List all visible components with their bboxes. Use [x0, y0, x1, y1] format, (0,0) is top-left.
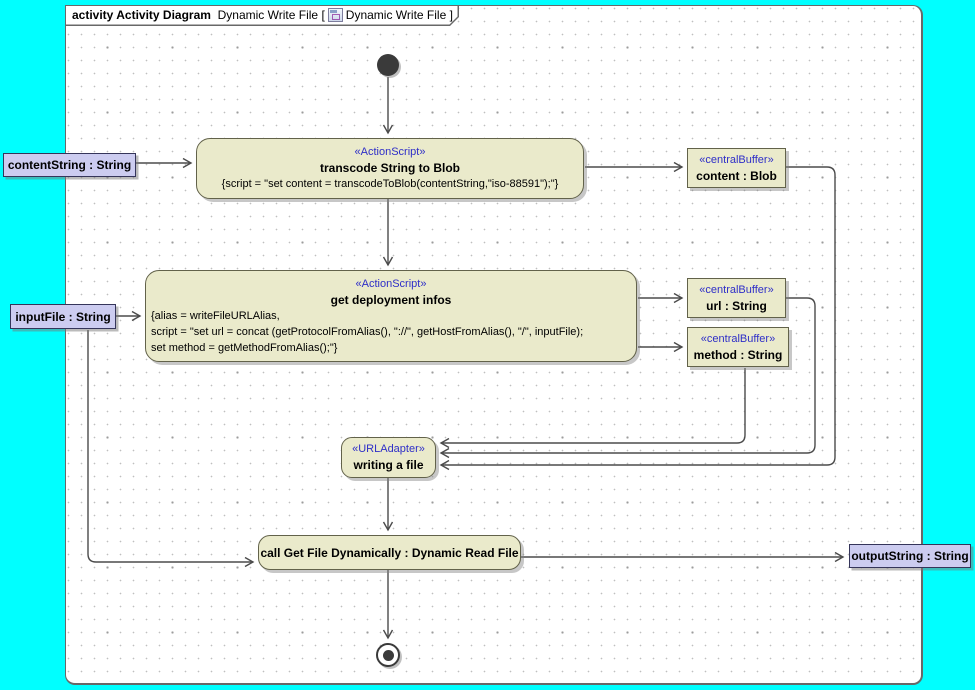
stereotype-label: «ActionScript» — [355, 277, 427, 290]
action-transcode-string-to-blob[interactable]: «ActionScript» transcode String to Blob … — [196, 138, 584, 199]
action-writing-a-file[interactable]: «URLAdapter» writing a file — [341, 437, 436, 478]
stereotype-label: «centralBuffer» — [700, 332, 776, 345]
script-line: set method = getMethodFromAlias();"} — [151, 341, 338, 354]
action-script-body: {alias = writeFileURLAlias, script = "se… — [146, 308, 636, 356]
pin-label: contentString : String — [7, 158, 132, 172]
heading-diagram-kind: activity Activity Diagram — [72, 8, 211, 23]
script-line: script = "set url = concat (getProtocolF… — [151, 325, 584, 338]
stereotype-label: «centralBuffer» — [699, 153, 774, 166]
initial-node[interactable] — [377, 54, 399, 76]
parameter-pin-outputstring[interactable]: outputString : String — [849, 544, 971, 568]
action-name: get deployment infos — [330, 292, 452, 307]
activity-final-node[interactable] — [376, 643, 400, 667]
action-script-body: {script = "set content = transcodeToBlob… — [221, 178, 559, 190]
centralbuffer-method[interactable]: «centralBuffer» method : String — [687, 327, 789, 367]
action-call-get-file-dynamically[interactable]: call Get File Dynamically : Dynamic Read… — [258, 535, 521, 570]
pin-label: inputFile : String — [15, 309, 111, 324]
action-name: call Get File Dynamically : Dynamic Read… — [260, 545, 519, 560]
stereotype-label: «centralBuffer» — [699, 283, 774, 296]
parameter-pin-contentstring[interactable]: contentString : String — [3, 153, 136, 177]
final-node-dot — [382, 649, 394, 661]
stereotype-label: «ActionScript» — [354, 146, 426, 158]
action-get-deployment-infos[interactable]: «ActionScript» get deployment infos {ali… — [145, 270, 637, 362]
script-line: {alias = writeFileURLAlias, — [151, 309, 280, 322]
centralbuffer-content[interactable]: «centralBuffer» content : Blob — [687, 148, 786, 188]
buffer-name: method : String — [693, 347, 783, 362]
diagram-type-icon — [328, 8, 343, 22]
buffer-name: url : String — [706, 298, 767, 313]
action-name: writing a file — [353, 458, 424, 472]
frame-heading-tab[interactable]: activity Activity Diagram Dynamic Write … — [65, 5, 459, 26]
buffer-name: content : Blob — [696, 168, 777, 183]
heading-diagram-ref: Dynamic Write File — [345, 8, 447, 23]
parameter-pin-inputfile[interactable]: inputFile : String — [10, 304, 116, 329]
centralbuffer-url[interactable]: «centralBuffer» url : String — [687, 278, 786, 318]
heading-bracket-close: ] — [449, 8, 453, 23]
action-name: transcode String to Blob — [319, 161, 460, 175]
heading-diagram-name: Dynamic Write File — [217, 8, 319, 23]
stereotype-label: «URLAdapter» — [352, 443, 425, 455]
pin-label: outputString : String — [851, 549, 969, 563]
heading-bracket-open: [ — [321, 8, 325, 23]
